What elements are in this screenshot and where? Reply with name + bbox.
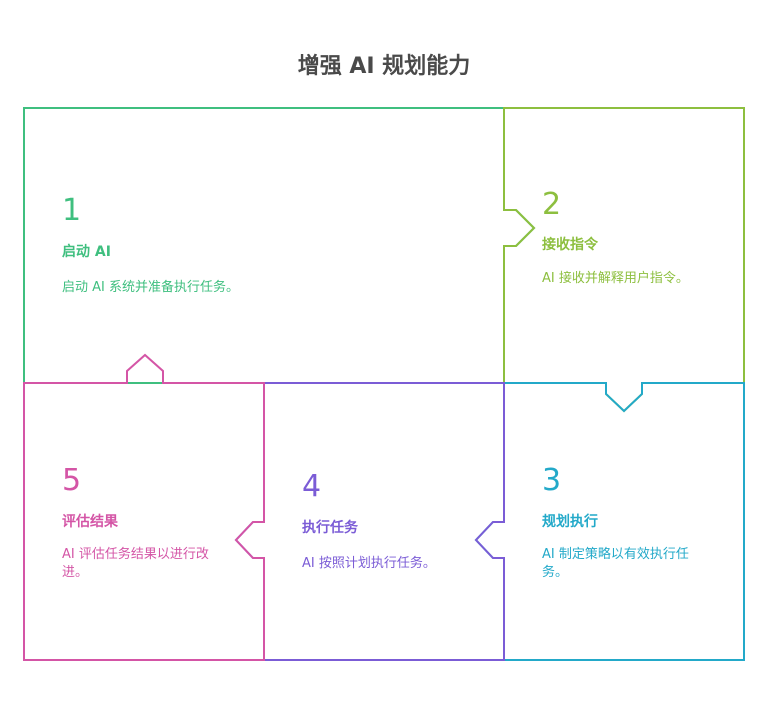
step-1-description: 启动 AI 系统并准备执行任务。	[62, 280, 239, 295]
step-4-heading: 执行任务	[302, 520, 358, 536]
step-5-number: 5	[62, 463, 82, 498]
step-2-number: 2	[542, 187, 562, 222]
step-2-description: AI 接收并解释用户指令。	[542, 271, 689, 286]
step-2-heading: 接收指令	[542, 237, 598, 253]
step-3-number: 3	[542, 463, 562, 498]
step-2-box	[503, 107, 745, 413]
step-1-heading: 启动 AI	[62, 244, 111, 260]
step-4-box	[234, 382, 505, 661]
step-4-description: AI 按照计划执行任务。	[302, 556, 436, 571]
step-5-box	[23, 353, 265, 661]
step-3-description: AI 制定策略以有效执行任务。	[542, 547, 689, 580]
step-4-number: 4	[302, 469, 322, 504]
step-3-box	[474, 382, 745, 661]
page-title: 增强 AI 规划能力	[297, 54, 471, 79]
step-5-heading: 评估结果	[62, 514, 118, 530]
step-5-description: AI 评估任务结果以进行改进。	[62, 547, 209, 580]
step-1-number: 1	[62, 193, 82, 228]
step-3-heading: 规划执行	[542, 514, 598, 530]
